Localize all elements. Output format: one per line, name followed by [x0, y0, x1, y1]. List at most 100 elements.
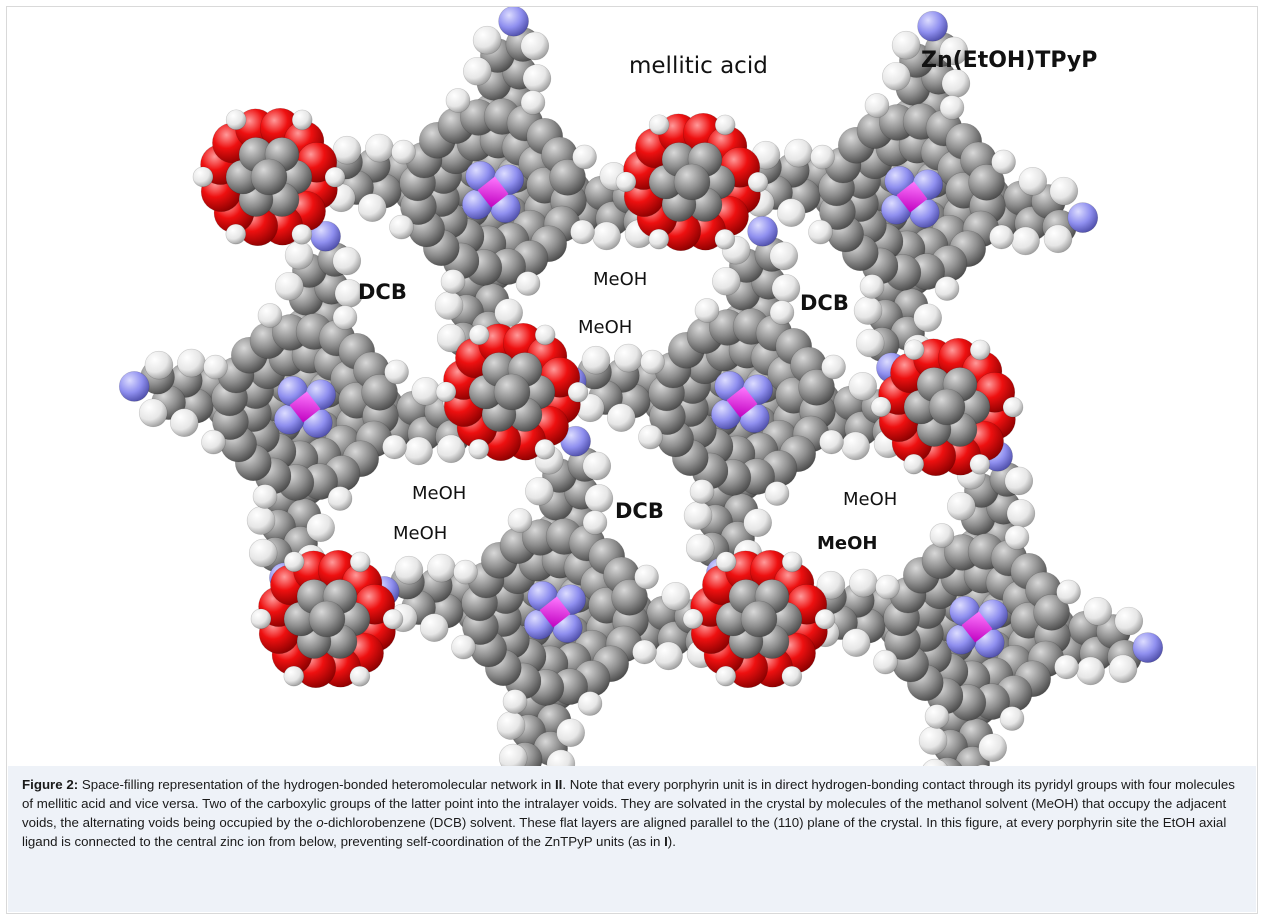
hydrogen-atom [283, 665, 305, 687]
mellitic-acid-unit-1 [192, 107, 346, 247]
hydrogen-atom [816, 570, 846, 600]
hydrogen-atom [520, 90, 546, 115]
hydrogen-atom [507, 508, 533, 533]
hydrogen-atom [939, 36, 969, 66]
hydrogen-atom [502, 689, 528, 714]
label-meoh-4: MeOH [393, 523, 447, 544]
hydrogen-atom [781, 665, 803, 687]
hydrogen-atom [567, 381, 589, 403]
hydrogen-atom [859, 274, 885, 299]
hydrogen-atom [394, 555, 424, 585]
figure-frame: mellitic acid Zn(EtOH)TPyP DCB DCB DCB M… [6, 6, 1258, 914]
label-zn-porphyrin: Zn(EtOH)TPyP [921, 48, 1097, 73]
hydrogen-atom [747, 171, 769, 193]
caption-text-4: ). [667, 834, 676, 849]
hydrogen-atom [1114, 606, 1144, 636]
hydrogen-atom [654, 641, 683, 671]
hydrogen-atom [144, 350, 174, 380]
hydrogen-atom [584, 484, 614, 513]
figure-labels: mellitic acid Zn(EtOH)TPyP DCB DCB DCB M… [358, 48, 1097, 554]
caption-figure-label: Figure 2: [22, 777, 79, 792]
hydrogen-atom [873, 649, 898, 675]
label-mellitic-acid: mellitic acid [629, 53, 768, 79]
hydrogen-atom [864, 93, 890, 118]
hydrogen-atom [581, 345, 611, 375]
hydrogen-atom [682, 608, 704, 630]
hydrogen-atom [913, 303, 942, 333]
label-meoh-2: MeOH [578, 317, 632, 338]
hydrogen-atom [632, 639, 657, 665]
figure-caption: Figure 2: Space-filling representation o… [8, 766, 1256, 912]
hydrogen-atom [769, 241, 799, 271]
hydrogen-atom [349, 551, 371, 573]
hydrogen-atom [808, 219, 833, 245]
hydrogen-atom [572, 144, 597, 170]
hydrogen-atom [1054, 654, 1079, 680]
hydrogen-atom [440, 269, 466, 294]
carbon-atom [549, 159, 586, 196]
hydrogen-atom [291, 223, 313, 245]
hydrogen-atom [1108, 654, 1138, 684]
hydrogen-atom [784, 138, 813, 168]
hydrogen-atom [1076, 656, 1105, 686]
porphyrin-unit-5 [368, 425, 742, 767]
hydrogen-atom [1004, 466, 1034, 496]
hydrogen-atom [870, 396, 892, 418]
zinc-atom [477, 176, 509, 208]
label-meoh-3: MeOH [412, 483, 466, 504]
hydrogen-atom [327, 486, 353, 511]
hydrogen-atom [349, 665, 371, 687]
hydrogen-atom [1049, 176, 1079, 206]
hydrogen-atom [819, 429, 844, 455]
hydrogen-atom [638, 424, 663, 450]
carbon-atom [250, 158, 288, 196]
hydrogen-atom [771, 274, 801, 303]
hydrogen-atom [225, 109, 247, 131]
hydrogen-atom [534, 324, 556, 346]
hydrogen-atom [841, 628, 871, 657]
hydrogen-atom [382, 608, 404, 630]
hydrogen-atom [411, 377, 441, 406]
hydrogen-atom [520, 31, 550, 61]
hydrogen-atom [918, 726, 948, 755]
hydrogen-atom [525, 476, 554, 506]
hydrogen-atom [903, 453, 925, 475]
label-meoh-6: MeOH [817, 533, 878, 554]
hydrogen-atom [252, 484, 278, 509]
hydrogen-atom [849, 568, 878, 598]
hydrogen-atom [365, 133, 394, 163]
hydrogen-atom [903, 339, 925, 361]
carbon-atom [611, 579, 648, 616]
porphyrin-units [118, 7, 1164, 767]
hydrogen-atom [810, 144, 835, 170]
hydrogen-atom [250, 608, 272, 630]
hydrogen-atom [391, 139, 416, 165]
hydrogen-atom [769, 300, 795, 325]
hydrogen-atom [634, 564, 659, 590]
hydrogen-atom [694, 298, 720, 323]
hydrogen-atom [999, 706, 1025, 731]
hydrogen-atom [472, 25, 502, 55]
hydrogen-atom [169, 408, 199, 437]
hydrogen-atom [922, 758, 949, 767]
hydrogen-atom [592, 221, 621, 251]
hydrogen-atom [225, 223, 247, 245]
nitrogen-atom [1067, 202, 1099, 233]
mellitic-acid-unit-3 [435, 322, 589, 462]
hydrogen-atom [522, 64, 552, 93]
hydrogen-atom [291, 109, 313, 131]
hydrogen-atom [1004, 525, 1030, 550]
hydrogen-atom [929, 523, 955, 548]
carbon-atom [928, 388, 966, 426]
porphyrin-unit-1 [306, 7, 680, 379]
hydrogen-atom [640, 349, 665, 375]
hydrogen-atom [468, 438, 490, 460]
hydrogen-atom [138, 398, 168, 428]
hydrogen-atom [689, 479, 715, 504]
hydrogen-atom [468, 324, 490, 346]
mellitic-acid-unit-6 [682, 549, 836, 689]
hydrogen-atom [434, 291, 464, 320]
hydrogen-atom [947, 491, 976, 521]
carbon-atom [493, 373, 531, 411]
hydrogen-atom [427, 553, 456, 583]
